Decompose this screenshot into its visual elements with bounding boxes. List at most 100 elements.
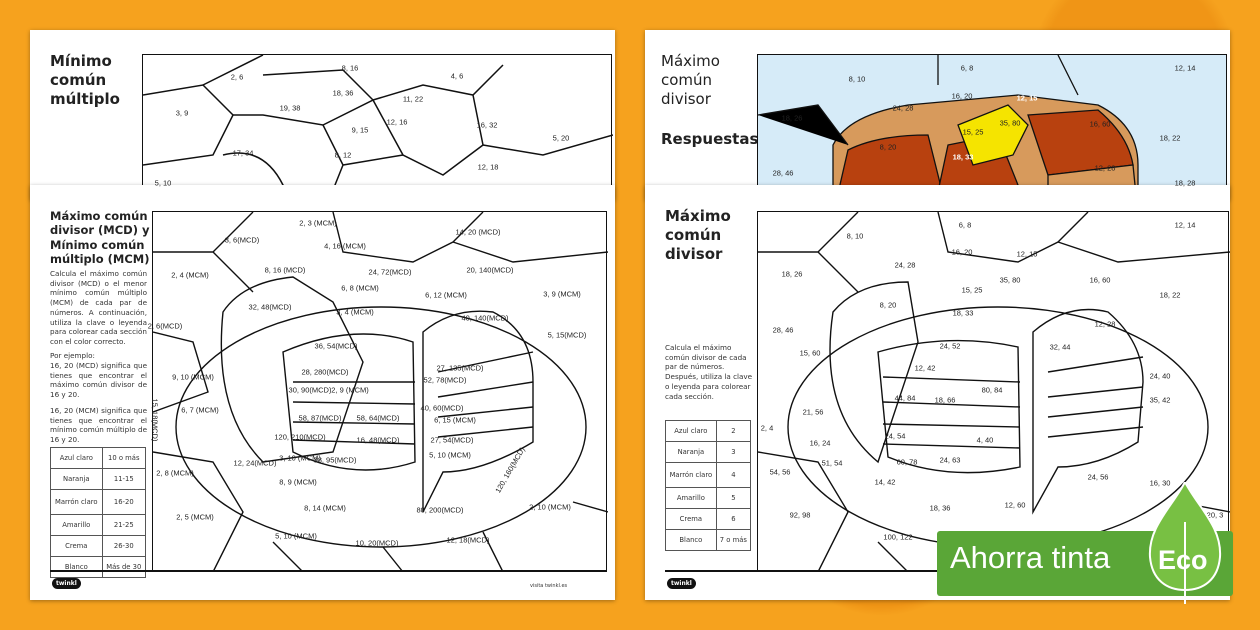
map-region-label: 6, 15 (MCM) xyxy=(434,415,476,425)
key-color: Marrón claro xyxy=(665,462,717,488)
map-region-label: 18, 36 xyxy=(929,503,951,513)
map-region-label: 92, 98 xyxy=(789,510,811,520)
map-region-label: 2, 3 (MCM) xyxy=(299,218,337,228)
key-range: 21-25 xyxy=(101,514,147,536)
map-region-label: 14, 42 xyxy=(874,477,896,487)
map-region-label: 18, 33 xyxy=(952,308,974,318)
map-region-label: 36, 54(MCD) xyxy=(314,341,358,351)
sheet-title: Máximo común divisor xyxy=(665,207,731,263)
sheet-subtitle: Respuestas xyxy=(661,130,759,148)
map-region-label: 38, 95(MCD) xyxy=(313,455,357,465)
key-color: Crema xyxy=(50,535,103,557)
map-region-label: 20, 3 xyxy=(1206,510,1224,520)
key-range: 11-15 xyxy=(101,468,147,490)
map-region-label: 8, 10 xyxy=(846,231,864,241)
sheet-title: Máximo común divisor xyxy=(661,52,720,108)
sheet-mcd-answers: Máximo común divisor Respuestas xyxy=(645,30,1230,200)
footer-link[interactable]: visita twinkl.es xyxy=(530,583,568,589)
key-color: Marrón claro xyxy=(50,489,103,515)
map-region-label: 6, 8 (MCM) xyxy=(341,283,379,293)
sheet-title: Mínimo común múltiplo xyxy=(50,52,120,108)
map-region-label: 3, 9 (MCM) xyxy=(543,289,581,299)
eco-badge-text: Ahorra tinta xyxy=(950,540,1111,575)
map-region-label: 58, 87(MCD) xyxy=(298,413,342,423)
map-region-label: 28, 46 xyxy=(772,168,794,178)
key-range: 5 xyxy=(715,487,752,509)
map-region-label: 18, 26 xyxy=(781,269,803,279)
map-region-label: 100, 122 xyxy=(883,532,913,542)
map-region-label: 18, 28 xyxy=(1174,178,1196,188)
twinkl-logo: twinkl xyxy=(667,578,696,589)
key-range: 2 xyxy=(715,420,752,442)
map-region-label: 17, 34 xyxy=(232,148,254,158)
map-region-label: 3, 9 xyxy=(175,108,189,118)
map-region-label: 6, 12 (MCM) xyxy=(425,290,467,300)
leaf-icon xyxy=(1148,482,1222,604)
map-region-label: 8, 16 xyxy=(341,63,359,73)
map-region-label: 18, 66 xyxy=(934,395,956,405)
map-region-label: 30, 90(MCD) xyxy=(288,385,332,395)
map-region-label: 80, 200(MCD) xyxy=(416,505,464,515)
map-region-label: 18, 36 xyxy=(332,88,354,98)
map-region-label: 3, 4 (MCM) xyxy=(336,307,374,317)
map-region-label: 24, 56 xyxy=(1087,472,1109,482)
key-range: 26-30 xyxy=(101,535,147,557)
map-region-label: 12, 18 xyxy=(477,162,499,172)
map-region-label: 27, 54(MCD) xyxy=(430,435,474,445)
example-mcm: 16, 20 (MCM) significa que tienes que en… xyxy=(50,406,147,445)
key-range: Más de 30 xyxy=(101,556,147,578)
map-region-label: 18, 22 xyxy=(1159,133,1181,143)
map-region-label: 2, 8 (MCM) xyxy=(156,468,194,478)
key-color: Azul claro xyxy=(50,447,103,469)
map-region-label: 27, 135(MCD) xyxy=(436,363,484,373)
key-color: Azul claro xyxy=(665,420,717,442)
twinkl-logo: twinkl xyxy=(52,578,81,589)
map-region-label: 6, 8 xyxy=(958,220,972,230)
map-region-label: 3, 6(MCD) xyxy=(224,235,260,245)
map-region-label: 40, 60(MCD) xyxy=(420,403,464,413)
map-region-label: 28, 46 xyxy=(772,325,794,335)
map-region-label: 120, 210(MCD) xyxy=(274,432,326,442)
map-outlines xyxy=(142,54,614,200)
key-color: Naranja xyxy=(665,441,717,463)
key-range: 3 xyxy=(715,441,752,463)
map-region-label: 5, 20 xyxy=(552,133,570,143)
map-fills xyxy=(757,54,1139,200)
sheet-title: Máximo común divisor (MCD) y Mínimo comú… xyxy=(50,209,150,267)
map-region-label: 12, 16 xyxy=(386,117,408,127)
map-region-label: 16, 20 xyxy=(951,91,973,101)
map-region-label: 44, 84 xyxy=(894,393,916,403)
map-region-label: 8, 10 xyxy=(848,74,866,84)
key-color: Amarillo xyxy=(50,514,103,536)
map-region-label: 6, 8 xyxy=(960,63,974,73)
map-region-label: 51, 54 xyxy=(821,458,843,468)
map-region-label: 2, 6(MCD) xyxy=(147,321,183,331)
map-region-label: 5, 10 (MCM) xyxy=(275,531,317,541)
map-region-label: 4, 40 xyxy=(976,435,994,445)
map-region-label: 24, 72(MCD) xyxy=(368,267,412,277)
map-region-label: 24, 40 xyxy=(1149,371,1171,381)
map-region-label: 3, 10 (MCM) xyxy=(279,453,321,463)
example-mcd: 16, 20 (MCD) significa que tienes que en… xyxy=(50,361,147,400)
map-region-label: 20, 140(MCD) xyxy=(466,265,514,275)
map-region-label: 16, 30 xyxy=(1149,478,1171,488)
map-region-label: 58, 64(MCD) xyxy=(356,413,400,423)
sheet-mcd-mcm: Máximo común divisor (MCD) y Mínimo comú… xyxy=(30,185,615,600)
map-region-label: 24, 54 xyxy=(884,431,906,441)
map-region-label: 60, 78 xyxy=(896,457,918,467)
map-region-label: 2, 10 (MCM) xyxy=(529,502,571,512)
key-range: 16-20 xyxy=(101,489,147,515)
map-region-label: 18, 26 xyxy=(781,113,803,123)
map-region-label: 2, 4 xyxy=(760,423,774,433)
instructions: Calcula el máximo común divisor (MCD) o … xyxy=(50,269,147,347)
map-region-label: 19, 38 xyxy=(279,103,301,113)
key-range: 6 xyxy=(715,508,752,530)
